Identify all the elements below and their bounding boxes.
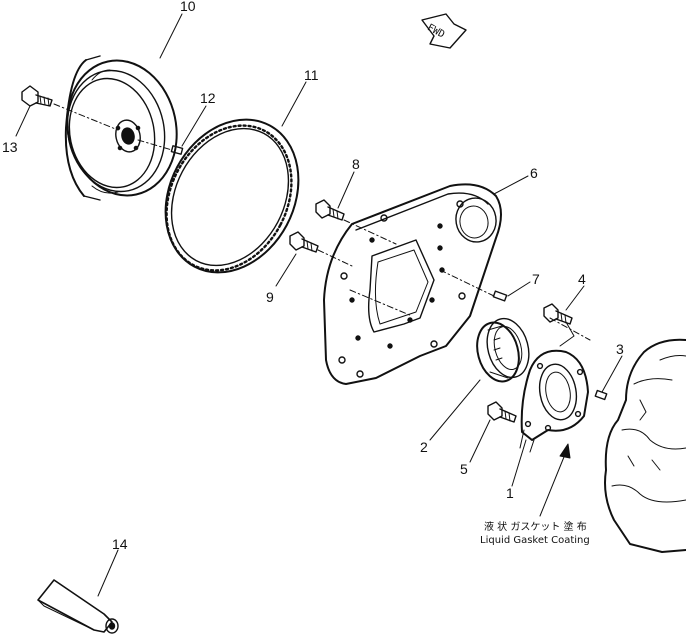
oil-seal bbox=[476, 317, 530, 383]
center-line-center bbox=[349, 289, 413, 317]
gasket-tube bbox=[37, 579, 119, 634]
gasket-zigzag bbox=[559, 321, 575, 347]
callout-2: 2 bbox=[420, 439, 428, 455]
callout-11: 11 bbox=[304, 67, 319, 83]
callout-labels: 10 11 12 13 8 6 7 9 4 3 2 5 1 14 bbox=[2, 0, 624, 552]
leader-10 bbox=[159, 13, 183, 59]
leader-12 bbox=[181, 105, 207, 147]
callout-6: 6 bbox=[530, 165, 538, 181]
leader-2 bbox=[429, 379, 481, 441]
housing-dowel-pin bbox=[492, 290, 508, 302]
leader-11 bbox=[281, 81, 307, 127]
callout-7: 7 bbox=[532, 271, 540, 287]
flywheel bbox=[64, 55, 178, 201]
center-line-12 bbox=[137, 139, 173, 151]
seal-bolt-upper bbox=[543, 303, 573, 325]
note-arrowhead bbox=[559, 443, 571, 459]
gasket-note: 液 状 ガスケット 塗 布 Liquid Gasket Coating bbox=[480, 520, 590, 546]
callout-3: 3 bbox=[616, 341, 624, 357]
ring-gear bbox=[164, 118, 300, 274]
callout-4: 4 bbox=[578, 271, 586, 287]
engine-block bbox=[604, 338, 686, 553]
leader-8 bbox=[337, 171, 355, 209]
leader-14 bbox=[97, 549, 119, 597]
note-arrow bbox=[539, 451, 567, 517]
leader-3 bbox=[601, 355, 623, 393]
callout-9: 9 bbox=[266, 289, 274, 305]
center-line-13 bbox=[53, 103, 119, 131]
center-line-9 bbox=[317, 249, 353, 267]
leader-1 bbox=[511, 439, 527, 487]
leader-4 bbox=[565, 285, 585, 311]
seal-dowel-pin bbox=[594, 389, 608, 401]
housing-plate bbox=[323, 183, 502, 385]
callout-5: 5 bbox=[460, 461, 468, 477]
callout-14: 14 bbox=[112, 536, 128, 552]
leader-5 bbox=[469, 419, 491, 463]
leader-6 bbox=[493, 175, 529, 195]
seal-bolt-lower bbox=[487, 401, 517, 423]
seal-housing bbox=[519, 349, 589, 453]
leader-9 bbox=[275, 253, 297, 287]
leader-13 bbox=[15, 105, 31, 137]
housing-bolt-lower bbox=[289, 231, 319, 253]
fwd-direction-marker: FWD bbox=[421, 13, 467, 49]
note-english: Liquid Gasket Coating bbox=[480, 535, 590, 546]
leader-7 bbox=[507, 281, 531, 297]
callout-1: 1 bbox=[506, 485, 514, 501]
leader-lines bbox=[15, 13, 623, 597]
note-japanese: 液 状 ガスケット 塗 布 bbox=[484, 520, 587, 533]
flywheel-bolt bbox=[21, 85, 53, 107]
callout-12: 12 bbox=[200, 90, 216, 106]
housing-bolt-upper bbox=[315, 199, 345, 221]
callout-10: 10 bbox=[180, 0, 196, 14]
center-line-7 bbox=[439, 269, 495, 297]
center-line-8 bbox=[343, 219, 397, 245]
callout-8: 8 bbox=[352, 156, 360, 172]
callout-13: 13 bbox=[2, 139, 18, 155]
fwd-label: FWD bbox=[425, 22, 446, 40]
dowel-pin bbox=[170, 145, 184, 155]
